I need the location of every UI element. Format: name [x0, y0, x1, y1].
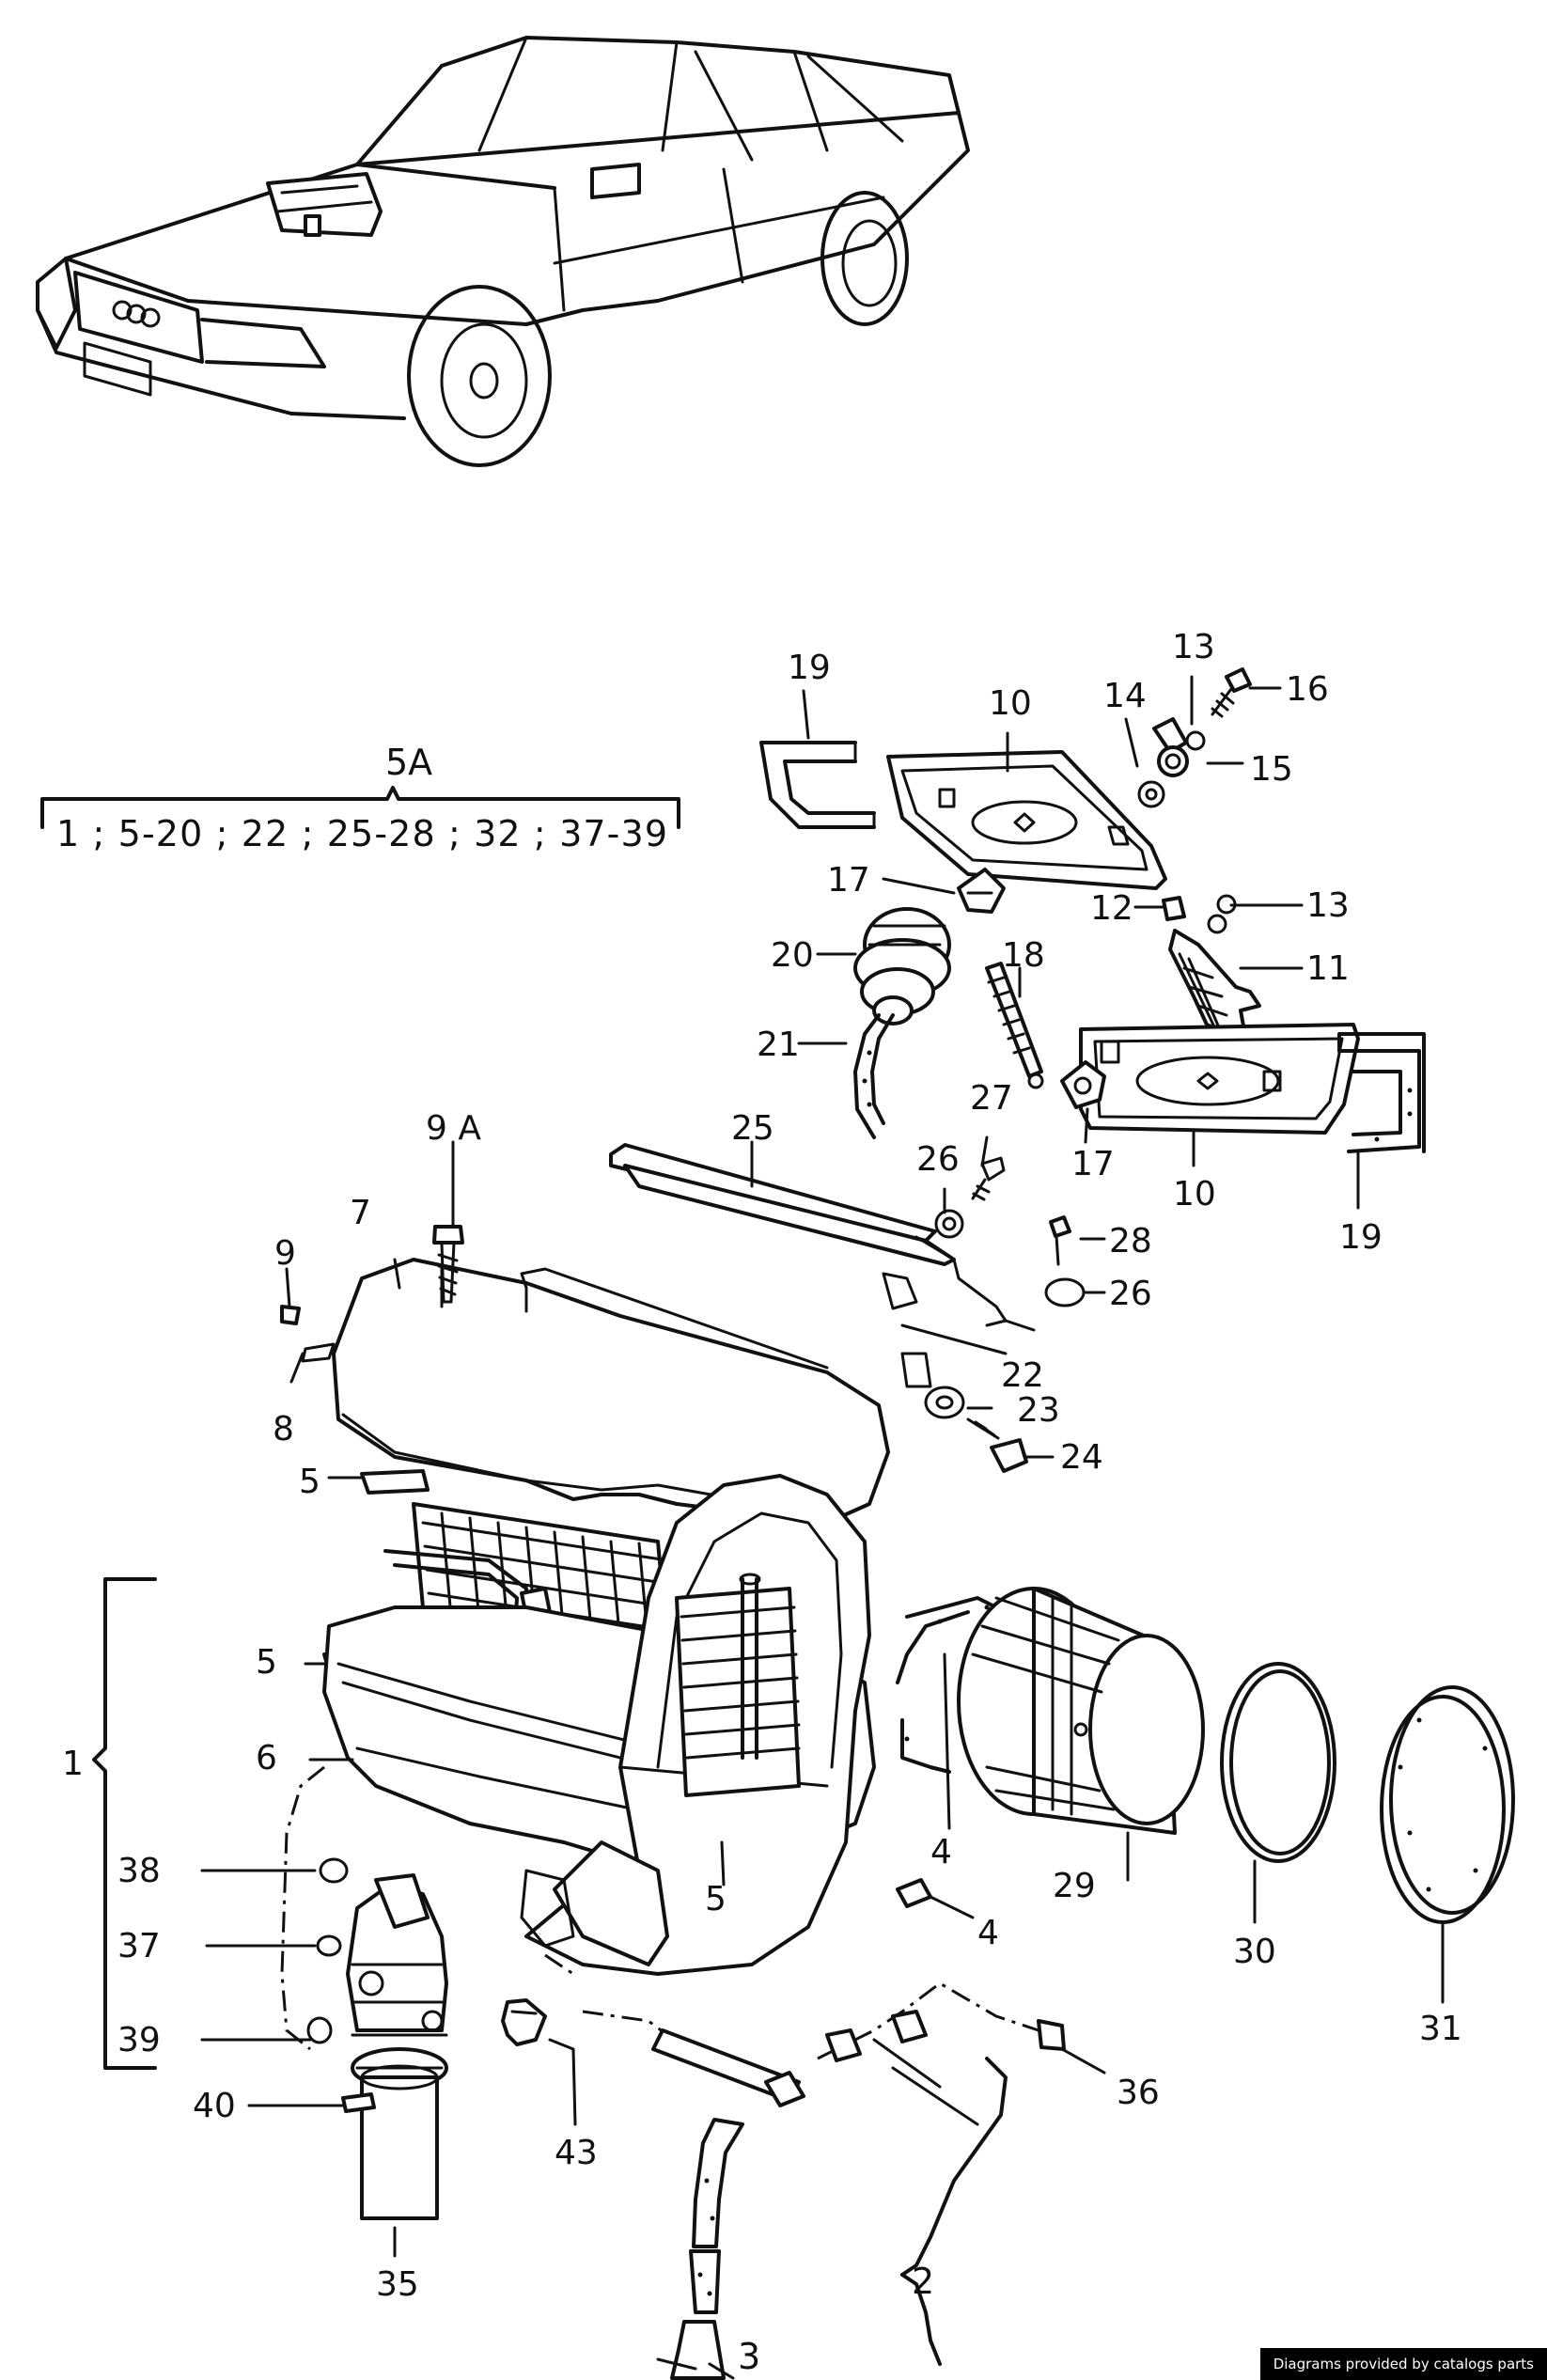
callout-10-lower: 10	[1173, 1175, 1216, 1213]
callout-5-top: 5	[299, 1463, 320, 1501]
callout-13-upper: 13	[1172, 628, 1215, 666]
callout-20: 20	[771, 936, 814, 975]
callout-3: 3	[738, 2336, 760, 2377]
callout-7: 7	[350, 1194, 371, 1232]
callout-40: 40	[193, 2087, 236, 2125]
leader-lines	[92, 675, 1445, 2380]
callout-37: 37	[117, 1927, 161, 1965]
callout-4-tube: 4	[977, 1914, 999, 1952]
callout-1: 1	[62, 1745, 84, 1783]
callout-31: 31	[1419, 2010, 1462, 2048]
callout-25: 25	[731, 1109, 774, 1148]
callout-9: 9	[274, 1234, 296, 1273]
callout-21: 21	[757, 1026, 800, 1064]
callout-labels: 19 10 14 13 16 15 17 13 12 11 20 18 21 2…	[62, 628, 1462, 2377]
credit-badge: Diagrams provided by catalogs parts	[1259, 2348, 1547, 2380]
callout-11: 11	[1306, 949, 1350, 988]
group-5a-bracket: 5A 1 ; 5-20 ; 22 ; 25-28 ; 32 ; 37-39	[40, 742, 680, 854]
heater-housing	[280, 1143, 1086, 1976]
callout-10-upper: 10	[989, 684, 1032, 723]
callout-14: 14	[1103, 677, 1147, 715]
callout-16: 16	[1286, 670, 1329, 709]
car-illustration	[36, 36, 970, 467]
callout-24: 24	[1060, 1438, 1103, 1477]
callout-6: 6	[256, 1739, 277, 1777]
callout-22: 22	[1001, 1356, 1044, 1395]
group-contents: 1 ; 5-20 ; 22 ; 25-28 ; 32 ; 37-39	[56, 813, 667, 854]
callout-30: 30	[1233, 1933, 1276, 1971]
control-valve-parts	[280, 1765, 1066, 2380]
callout-23: 23	[1017, 1391, 1060, 1430]
callout-36: 36	[1117, 2074, 1160, 2112]
callout-43: 43	[555, 2134, 598, 2172]
callout-39: 39	[117, 2021, 161, 2059]
callout-28: 28	[1109, 1222, 1152, 1260]
callout-4-seal: 4	[930, 1833, 952, 1871]
callout-19-lower: 19	[1339, 1218, 1383, 1257]
callout-26-lower: 26	[1109, 1275, 1152, 1313]
callout-18: 18	[1002, 936, 1045, 975]
callout-17-lower: 17	[1071, 1145, 1115, 1183]
callout-13-lower: 13	[1306, 886, 1350, 925]
flap-assembly-parts	[759, 667, 1426, 1153]
callout-12: 12	[1090, 889, 1133, 928]
callout-35: 35	[376, 2265, 419, 2304]
callout-27: 27	[970, 1079, 1013, 1118]
callout-5-mid: 5	[256, 1643, 277, 1682]
callout-2: 2	[912, 2261, 934, 2302]
callout-26-upper: 26	[916, 1140, 960, 1179]
group-label: 5A	[385, 742, 432, 783]
callout-15: 15	[1250, 750, 1293, 789]
blower-motor-parts	[896, 1587, 1515, 1924]
callout-38: 38	[117, 1852, 161, 1890]
callout-19-upper: 19	[788, 649, 831, 687]
callout-29: 29	[1053, 1867, 1096, 1905]
callout-17-upper: 17	[827, 861, 870, 900]
callout-5-bottom: 5	[705, 1880, 727, 1918]
callout-8: 8	[273, 1410, 294, 1448]
callout-9A: 9 A	[426, 1109, 481, 1148]
